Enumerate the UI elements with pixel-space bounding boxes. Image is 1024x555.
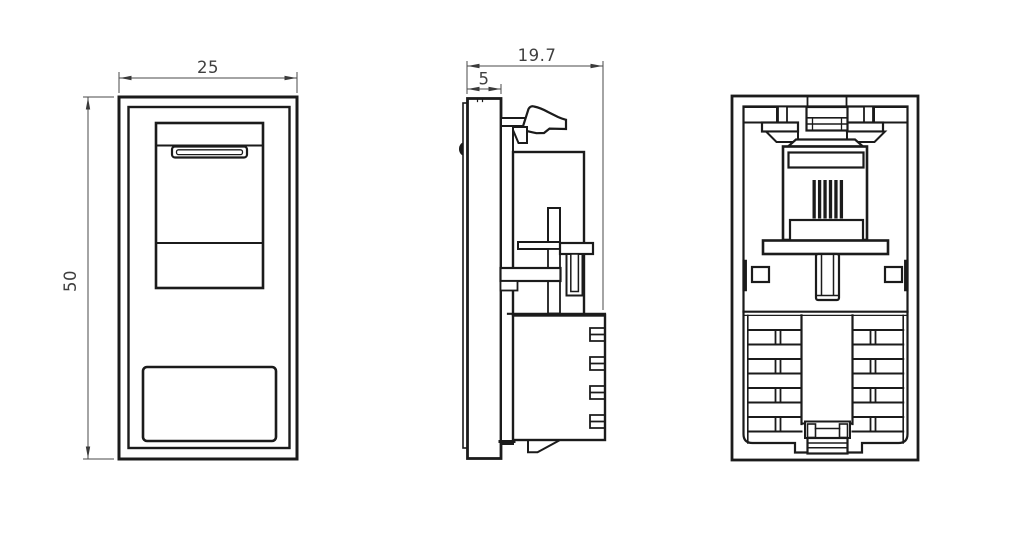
side-retention-clip (520, 105, 568, 135)
arrowhead-right-icon (590, 63, 603, 69)
back-center-stem (814, 252, 841, 302)
dimension-front-width: 25 (118, 58, 298, 93)
side-terminal-tabs (589, 327, 606, 429)
back-view (730, 94, 920, 462)
back-base-plate (761, 239, 890, 256)
side-hook-inner (570, 253, 580, 293)
back-corner-box-right (873, 106, 909, 124)
back-top-block-lines (805, 117, 849, 125)
side-front-flange (466, 97, 503, 460)
back-clip-wedge-left (763, 130, 799, 143)
side-mount-bar (499, 266, 562, 283)
side-view (459, 97, 607, 460)
back-clip-bar-right (845, 121, 885, 133)
side-bottom-notch (527, 439, 560, 454)
arrowhead-left-icon (467, 63, 480, 69)
back-center-channel (800, 314, 854, 426)
back-side-square-right (883, 265, 904, 284)
back-terminal-joints-left (774, 329, 782, 433)
dimension-side-flange-depth: 5 (467, 70, 502, 94)
extension-lines (118, 72, 298, 93)
front-inner-frame (127, 105, 291, 450)
dim-label-front-width: 25 (197, 58, 219, 77)
arrowhead-right-icon (284, 75, 297, 81)
back-outer-shell (730, 94, 920, 462)
back-connector-lower-lines (806, 442, 849, 449)
front-card-slot-outer (170, 145, 249, 159)
back-terminal-grid-right (851, 329, 905, 433)
arrowhead-right-icon (488, 86, 501, 92)
front-lower-window (141, 365, 278, 443)
back-clip-stem-left (777, 105, 788, 124)
arrowhead-left-icon (119, 75, 132, 81)
side-rear-shelf (558, 241, 595, 256)
side-clip-wedge (512, 126, 528, 144)
back-clip-stem-right (863, 105, 874, 124)
arrowhead-up-icon (85, 97, 91, 110)
arrowhead-down-icon (85, 446, 91, 459)
back-terminal-field-walls (747, 314, 904, 444)
side-flange-notch (476, 97, 484, 103)
front-bezel-window (154, 121, 265, 290)
back-label-window (787, 151, 865, 169)
front-outer-frame (117, 95, 299, 461)
side-mount-bar-step (499, 280, 519, 292)
front-card-slot-inner (175, 149, 244, 156)
dimension-front-height: 50 (61, 96, 114, 460)
back-top-block-ticks (811, 117, 843, 132)
dim-label-side-flange-depth: 5 (479, 70, 490, 89)
back-center-stem-lines (815, 253, 840, 297)
side-inner-platform (517, 241, 561, 250)
side-inner-post (547, 207, 561, 244)
back-module-pedestal (788, 218, 865, 242)
arrowhead-left-icon (467, 86, 480, 92)
back-vent-grille (812, 180, 844, 219)
back-inner-shell (742, 105, 909, 454)
back-terminal-joints-right (869, 329, 877, 433)
back-connector-lower-box (806, 436, 849, 455)
back-corner-box-left (742, 106, 778, 124)
dim-label-front-height: 50 (61, 270, 80, 292)
back-clip-bar-left (760, 121, 800, 133)
back-side-square-left (750, 265, 771, 284)
back-top-stubs (806, 96, 848, 108)
dim-label-side-total-depth: 19.7 (518, 46, 557, 65)
front-view (117, 95, 299, 461)
